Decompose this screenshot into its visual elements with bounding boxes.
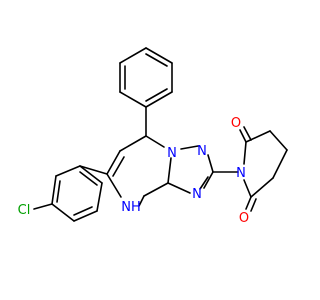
n4-triazole-nitrogen-label: N [192,187,202,202]
carbonyl-oxygen-top-label: O [231,116,241,131]
molecule-structure-diagram: Cl NH N N N N O O [18,47,288,226]
n1-ring-nitrogen-label: N [167,146,177,161]
nh-atom-label: NH [121,200,141,215]
n2-triazole-nitrogen-label: N [197,144,207,159]
bond-lines [33,47,288,222]
carbonyl-oxygen-bottom-label: O [239,211,249,226]
chlorine-atom-label: Cl [18,203,31,218]
imide-nitrogen-label: N [236,166,246,181]
